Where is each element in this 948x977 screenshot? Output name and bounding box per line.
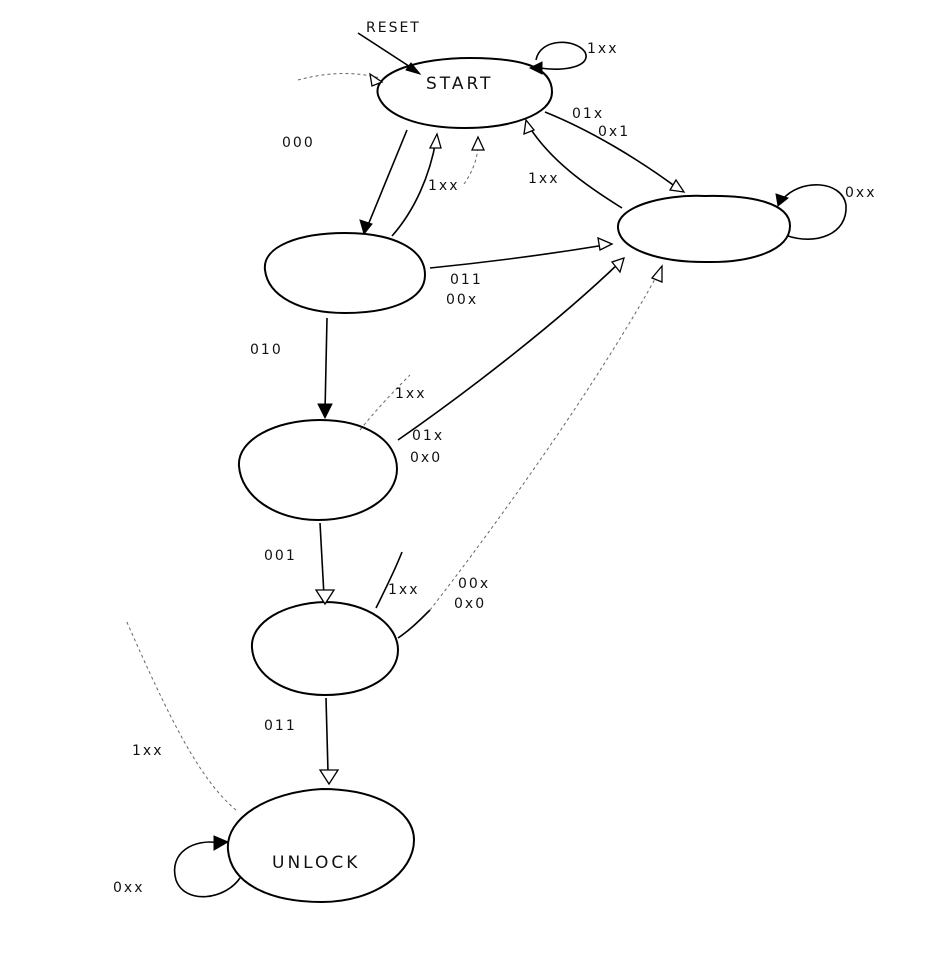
unlock-self-loop	[173, 841, 241, 898]
edge-s3-to-right-start	[397, 609, 431, 639]
edge-unlock-to-start	[125, 619, 237, 811]
edge-start-to-s1-arrowhead	[359, 219, 373, 236]
state-start	[376, 56, 554, 130]
reset-label: RESET	[366, 20, 421, 36]
right-self-loop	[781, 184, 847, 240]
edge-s1-to-right-arrowhead	[597, 236, 614, 251]
edge-right-to-start	[527, 124, 623, 209]
edge-start-to-right-label-b: 0x1	[598, 124, 630, 140]
edge-start-to-right-arrowhead	[668, 178, 686, 193]
right-self-loop-arrowhead	[775, 193, 790, 207]
edge-s2-to-right-arrowhead	[610, 256, 625, 274]
unlock-self-loop-label: 0xx	[113, 880, 144, 896]
edge-s2-to-right-label-a: 01x	[412, 428, 444, 444]
edge-s1-to-right-label-a: 011	[450, 272, 483, 288]
edge-s2-to-start	[359, 374, 411, 431]
reset-arrowhead	[405, 62, 422, 75]
edge-s2-to-s3	[319, 522, 325, 597]
unlock-self-loop-arrowhead	[213, 835, 230, 851]
right-self-loop-label: 0xx	[845, 185, 876, 201]
start-self-loop-label: 1xx	[587, 41, 618, 57]
edge-s2-to-s3-label: 001	[264, 548, 297, 564]
start-self-loop	[535, 41, 587, 71]
edge-s3-to-unlock-arrowhead	[318, 769, 340, 786]
state-start-label: START	[426, 74, 493, 94]
edge-start-to-s1-label: 000	[282, 135, 315, 151]
edge-s1-to-s2-label: 010	[250, 342, 283, 358]
edge-s2-to-right	[397, 261, 621, 441]
edge-s1-to-start	[391, 139, 437, 237]
start-faint-incoming	[297, 73, 381, 81]
state-s3	[250, 600, 400, 697]
edge-s1-to-s2-arrowhead	[317, 403, 333, 420]
edge-s3-to-start-label: 1xx	[388, 582, 419, 598]
state-s2	[237, 418, 399, 522]
edge-s2-to-right-label-b: 0x0	[410, 450, 442, 466]
edge-s3-to-right-label-a: 00x	[458, 576, 490, 592]
edge-s2-to-start-label: 1xx	[395, 386, 426, 402]
edge-s2-to-s3-arrowhead	[314, 589, 336, 606]
edge-s3-to-unlock	[325, 697, 329, 773]
start-self-loop-arrowhead	[528, 61, 543, 75]
edge-s3-to-start	[375, 551, 403, 609]
edge-s2-to-start-faint-arrowhead	[470, 135, 486, 151]
reset-arrow	[357, 32, 419, 73]
edge-s3-to-right	[429, 269, 661, 611]
edge-s1-to-right-label-b: 00x	[446, 292, 478, 308]
edge-s3-to-unlock-label: 011	[264, 718, 297, 734]
state-unlock	[226, 787, 416, 904]
edge-s1-to-start-arrowhead	[428, 132, 442, 149]
start-faint-arrowhead	[369, 72, 384, 87]
edge-start-to-s1	[365, 129, 408, 231]
edge-right-to-start-label: 1xx	[528, 171, 559, 187]
edge-s3-to-right-arrowhead	[650, 264, 663, 283]
edge-right-to-start-arrowhead	[523, 118, 536, 136]
edge-s1-to-s2	[324, 317, 328, 413]
edge-unlock-to-start-label: 1xx	[132, 743, 163, 759]
state-right	[616, 194, 792, 264]
edge-start-to-right	[544, 111, 681, 191]
edge-start-to-right-label-a: 01x	[572, 106, 604, 122]
state-s1	[263, 231, 427, 315]
state-unlock-label: UNLOCK	[272, 853, 360, 873]
edge-s1-to-right	[429, 244, 606, 269]
edge-s3-to-right-label-b: 0x0	[454, 596, 486, 612]
edge-s1-to-start-label: 1xx	[428, 178, 459, 194]
edge-s2-to-start-faint	[463, 144, 479, 185]
